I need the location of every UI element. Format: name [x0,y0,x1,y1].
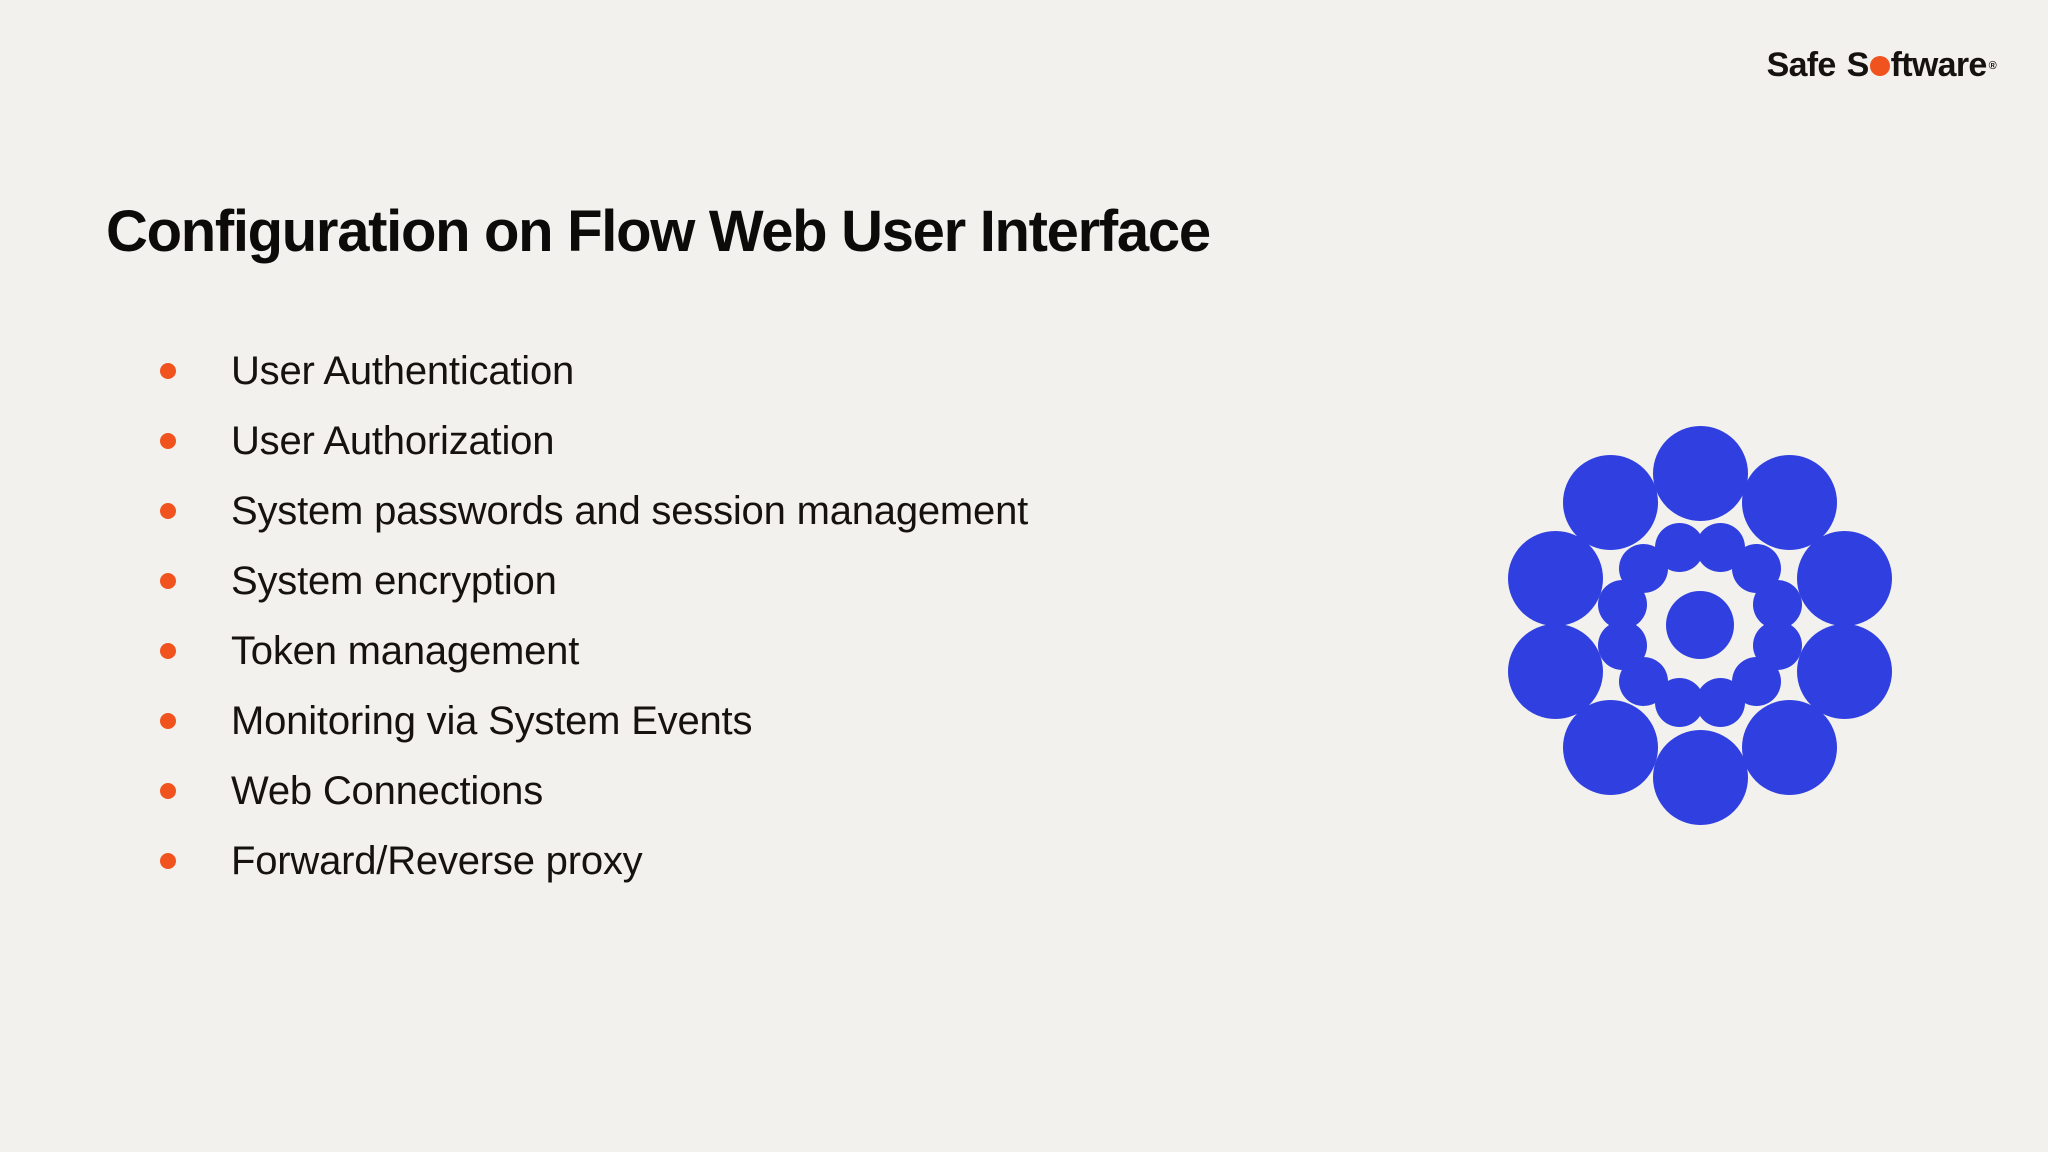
mandala-center-circle [1666,591,1734,659]
list-item-label: Token management [231,629,580,673]
safe-software-logo: Safe S ftware ® [1766,46,1997,84]
mandala-stage [1450,395,1950,855]
mandala-inner-circle [1598,621,1648,671]
radial-circles-graphic [1450,395,1950,855]
mandala-outer-circle [1797,624,1893,720]
bullet-dot-icon [160,853,176,869]
list-item: Monitoring via System Events [160,686,1340,756]
mandala-inner-circle [1696,677,1746,727]
mandala-outer-circle [1563,700,1659,796]
list-item: Forward/Reverse proxy [160,826,1340,896]
bullet-dot-icon [160,503,176,519]
list-item: User Authorization [160,406,1340,476]
list-item: System encryption [160,546,1340,616]
list-item-label: System passwords and session management [231,489,1029,533]
mandala-outer-circle [1563,454,1659,550]
mandala-inner-circle [1752,579,1802,629]
list-item-label: User Authentication [231,349,575,393]
mandala-outer-circle [1652,425,1748,521]
list-item: Token management [160,616,1340,686]
orange-dot-icon [1869,56,1890,76]
list-item-label: Web Connections [231,769,544,813]
feature-bullet-list: User Authentication User Authorization S… [160,336,1340,896]
bullet-dot-icon [160,433,176,449]
list-item-label: User Authorization [231,419,555,463]
page-title: Configuration on Flow Web User Interface [106,199,1211,264]
list-item-label: Monitoring via System Events [231,699,753,743]
brand-software-suffix: ftware [1890,46,1988,84]
list-item-label: System encryption [231,559,557,603]
bullet-dot-icon [160,643,176,659]
mandala-outer-circle [1507,530,1603,626]
brand-word-software: S ftware ® [1846,46,1997,84]
bullet-dot-icon [160,573,176,589]
bullet-dot-icon [160,713,176,729]
mandala-inner-circle [1618,543,1668,593]
trademark-symbol: ® [1988,59,1997,72]
list-item-label: Forward/Reverse proxy [231,839,643,883]
list-item: System passwords and session management [160,476,1340,546]
mandala-outer-circle [1797,530,1893,626]
bullet-dot-icon [160,363,176,379]
mandala-outer-circle [1652,729,1748,825]
mandala-outer-circle [1741,454,1837,550]
mandala-outer-circle [1741,700,1837,796]
mandala-outer-circle [1507,624,1603,720]
brand-word-safe: Safe [1766,46,1837,84]
bullet-dot-icon [160,783,176,799]
list-item: Web Connections [160,756,1340,826]
brand-software-prefix: S [1846,46,1870,84]
list-item: User Authentication [160,336,1340,406]
